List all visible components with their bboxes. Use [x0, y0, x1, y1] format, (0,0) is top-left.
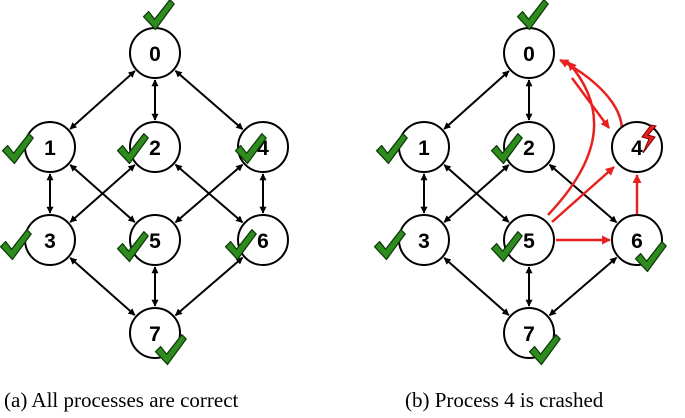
process-label-2: 2 — [149, 137, 161, 160]
edge-6-7 — [174, 256, 244, 317]
process-label-4: 4 — [631, 137, 643, 160]
green-check-icon — [516, 0, 549, 31]
caption-panel-b: (b) Process 4 is crashed — [405, 388, 604, 412]
edge-6-7 — [548, 256, 618, 317]
edge-2-3 — [69, 164, 136, 223]
process-label-5: 5 — [523, 230, 535, 253]
process-label-7: 7 — [149, 323, 161, 346]
edge-3-7 — [69, 257, 136, 316]
edge-0-1 — [443, 70, 510, 130]
red-arrow-5-to-4 — [551, 166, 615, 223]
red-lightning-icon — [641, 124, 657, 154]
process-label-0: 0 — [523, 43, 535, 66]
process-label-7: 7 — [523, 323, 535, 346]
process-label-0: 0 — [149, 43, 161, 66]
process-label-2: 2 — [523, 137, 535, 160]
edge-3-7 — [443, 257, 510, 316]
edge-0-1 — [69, 70, 136, 130]
red-arrow-5-to-0 — [547, 61, 596, 216]
edge-2-3 — [443, 164, 510, 223]
caption-panel-a: (a) All processes are correct — [4, 388, 239, 412]
green-check-icon — [142, 0, 175, 31]
process-node-4 — [611, 121, 663, 173]
process-label-6: 6 — [257, 230, 269, 253]
process-label-3: 3 — [418, 230, 430, 253]
process-label-5: 5 — [149, 230, 161, 253]
edge-4-5 — [174, 163, 244, 224]
process-label-1: 1 — [418, 137, 430, 160]
process-node-5 — [503, 214, 555, 266]
process-node-7 — [503, 307, 555, 359]
process-node-6 — [611, 214, 663, 266]
panel-b: 0 1 2 4 3 5 6 7 — [373, 0, 667, 366]
process-node-6 — [237, 214, 289, 266]
process-node-5 — [129, 214, 181, 266]
process-node-7 — [129, 307, 181, 359]
process-label-1: 1 — [44, 137, 56, 160]
edge-0-4 — [174, 69, 244, 131]
process-label-3: 3 — [44, 230, 56, 253]
process-label-6: 6 — [631, 230, 643, 253]
